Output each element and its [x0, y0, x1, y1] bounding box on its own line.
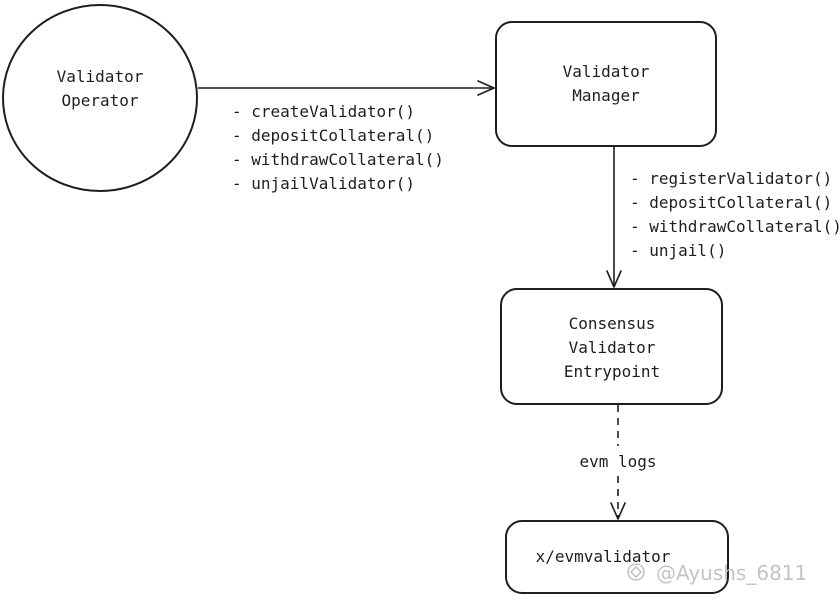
node-validator-operator: Validator Operator — [2, 4, 198, 192]
watermark-text: @Ayushs_6811 — [656, 561, 807, 585]
arrowhead-icon — [606, 270, 622, 288]
consensus-entrypoint-label-line2: Validator — [569, 338, 656, 357]
manager-method-withdrawcollateral: - withdrawCollateral() — [630, 217, 840, 236]
evm-logs-label: evm logs — [579, 452, 656, 471]
validator-operator-label-line2: Operator — [61, 91, 138, 110]
manager-method-registervalidator: - registerValidator() — [630, 169, 832, 188]
manager-method-unjail: - unjail() — [630, 241, 726, 260]
operator-method-withdrawcollateral: - withdrawCollateral() — [232, 150, 444, 169]
validator-manager-label-line1: Validator — [563, 62, 650, 81]
operator-method-unjailvalidator: - unjailValidator() — [232, 174, 415, 193]
watermark: @Ayushs_6811 — [627, 561, 807, 585]
arrowhead-icon — [610, 502, 626, 520]
edge-manager-to-entrypoint: - registerValidator() - depositCollatera… — [606, 147, 840, 288]
node-validator-manager: Validator Manager — [495, 21, 717, 147]
edge-operator-to-manager: - createValidator() - depositCollateral(… — [198, 80, 495, 193]
node-evmvalidator: x/evmvalidator — [505, 520, 729, 594]
manager-method-depositcollateral: - depositCollateral() — [630, 193, 832, 212]
evmvalidator-label: x/evmvalidator — [536, 547, 671, 566]
edge-entrypoint-to-evmvalidator: evm logs — [579, 405, 657, 520]
consensus-entrypoint-label-line3: Entrypoint — [564, 362, 660, 381]
validator-operator-label-line1: Validator — [57, 67, 144, 86]
validator-manager-label-line2: Manager — [572, 86, 640, 105]
operator-method-depositcollateral: - depositCollateral() — [232, 126, 434, 145]
arrowhead-icon — [477, 80, 495, 96]
node-consensus-entrypoint: Consensus Validator Entrypoint — [500, 288, 723, 405]
consensus-entrypoint-shape — [500, 288, 723, 405]
evmvalidator-shape — [505, 520, 729, 594]
validator-operator-shape — [2, 4, 198, 192]
watermark-logo-icon — [627, 563, 645, 581]
operator-method-createvalidator: - createValidator() — [232, 102, 415, 121]
consensus-entrypoint-label-line1: Consensus — [569, 314, 656, 333]
validator-manager-shape — [495, 21, 717, 147]
